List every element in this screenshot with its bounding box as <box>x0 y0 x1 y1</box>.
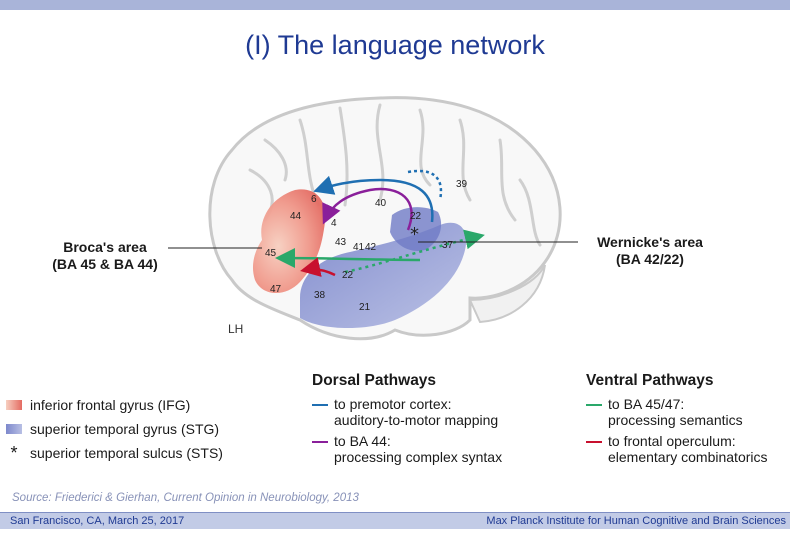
dorsal-premotor-pathway-dotted <box>407 169 443 201</box>
ventral-item-semantics-line2: processing semantics <box>608 412 743 428</box>
wernicke-label: Wernicke's area (BA 42/22) <box>580 234 720 268</box>
legend-stg-text: superior temporal gyrus (STG) <box>30 421 220 437</box>
ventral-item-combinatorics-line1: to frontal operculum: <box>608 433 736 449</box>
ventral-item-semantics-line1: to BA 45/47: <box>608 396 685 412</box>
wernicke-label-line1: Wernicke's area <box>597 234 703 250</box>
ba-label-22: 22 <box>342 270 354 281</box>
ventral-semantics-pathway-dotted <box>344 229 485 274</box>
ba-label-21: 21 <box>359 302 371 313</box>
ba-label-44: 44 <box>290 211 302 222</box>
ventral-item-combinatorics-line2: elementary combinatorics <box>608 449 768 465</box>
cerebellum <box>468 264 546 324</box>
ba-label-39: 39 <box>456 179 468 190</box>
legend-sts-text: superior temporal sulcus (STS) <box>30 445 223 461</box>
asterisk-icon: * <box>10 443 18 463</box>
area-22-region <box>390 207 442 251</box>
footer-bar: San Francisco, CA, March 25, 2017 Max Pl… <box>0 512 790 529</box>
ventral-semantics-pathway <box>275 248 421 269</box>
dorsal-premotor-pathway <box>313 175 434 223</box>
legend-stg: superior temporal gyrus (STG) <box>6 421 219 437</box>
ifg-swatch-icon <box>6 400 22 410</box>
ventral-item-combinatorics: to frontal operculum: elementary combina… <box>586 433 768 465</box>
source-citation: Source: Friederici & Gierhan, Current Op… <box>12 492 359 504</box>
legend-ifg-text: inferior frontal gyrus (IFG) <box>30 397 191 413</box>
purple-line-icon <box>312 441 328 443</box>
dorsal-syntax-pathway <box>322 187 413 231</box>
dorsal-item-premotor-line1: to premotor cortex: <box>334 396 452 412</box>
ba-label-45: 45 <box>265 248 277 259</box>
legend-sts: * superior temporal sulcus (STS) <box>6 443 223 463</box>
ba-label-38: 38 <box>314 290 326 301</box>
wernicke-label-line2: (BA 42/22) <box>616 251 684 267</box>
ba-label-6: 6 <box>311 194 317 205</box>
ba-label-22: 22 <box>410 211 422 222</box>
ba-label-43: 43 <box>335 237 347 248</box>
footer-institute: Max Planck Institute for Human Cognitive… <box>486 515 786 527</box>
slide-title: (I) The language network <box>245 30 545 60</box>
ventral-combinatorics-pathway <box>300 257 336 277</box>
ba-label-37: 37 <box>442 240 454 251</box>
broca-label: Broca's area (BA 45 & BA 44) <box>40 239 170 273</box>
dorsal-heading: Dorsal Pathways <box>312 372 437 389</box>
blue-line-icon <box>312 404 328 406</box>
ba-label-41: 41 <box>353 242 365 253</box>
ba-label-4: 4 <box>331 218 337 229</box>
dorsal-item-syntax: to BA 44: processing complex syntax <box>312 433 502 465</box>
ventral-heading: Ventral Pathways <box>586 372 714 389</box>
ba-label-40: 40 <box>375 198 387 209</box>
top-bar <box>0 0 790 10</box>
legend-ifg: inferior frontal gyrus (IFG) <box>6 397 190 413</box>
ventral-item-semantics: to BA 45/47: processing semantics <box>586 396 743 428</box>
ba-label-47: 47 <box>270 284 282 295</box>
stg-swatch-icon <box>6 424 22 434</box>
footer-location-date: San Francisco, CA, March 25, 2017 <box>10 515 185 527</box>
broca-label-line1: Broca's area <box>63 239 147 255</box>
red-line-icon <box>586 441 602 443</box>
ba-label-42: 42 <box>365 242 377 253</box>
sts-asterisk: * <box>410 224 419 245</box>
green-line-icon <box>586 404 602 406</box>
broca-label-line2: (BA 45 & BA 44) <box>52 256 158 272</box>
hemisphere-label: LH <box>228 322 244 336</box>
dorsal-item-syntax-line2: processing complex syntax <box>334 449 503 465</box>
dorsal-item-syntax-line1: to BA 44: <box>334 433 391 449</box>
dorsal-item-premotor-line2: auditory-to-motor mapping <box>334 412 499 428</box>
dorsal-item-premotor: to premotor cortex: auditory-to-motor ma… <box>312 396 498 428</box>
